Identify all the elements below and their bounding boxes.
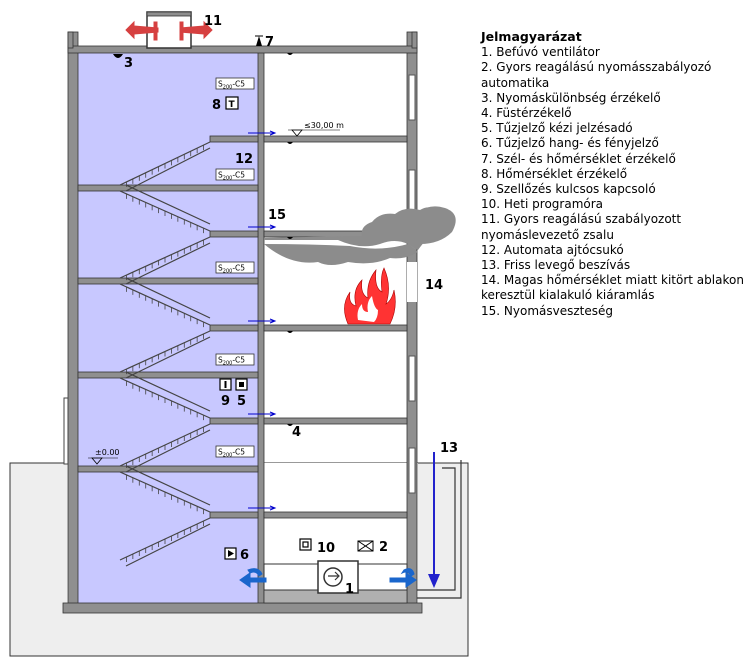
- marker-5: 5: [237, 394, 246, 409]
- door-rating-text: S200-C5: [218, 171, 245, 182]
- legend-item: 3. Nyomáskülönbség érzékelő: [481, 90, 661, 105]
- legend: Jelmagyarázat 1. Befúvó ventilátor 2. Gy…: [481, 29, 747, 319]
- door-rating-box: [215, 445, 255, 458]
- legend-item: 14. Magas hőmérséklet miatt kitört ablak…: [481, 273, 744, 303]
- legend-item: 11. Gyors reagálású szabályozott nyomásl…: [481, 212, 682, 242]
- building-walls: [62, 31, 423, 614]
- legend-list: 1. Befúvó ventilátor 2. Gyors reagálású …: [481, 45, 747, 319]
- legend-item: 4. Füstérzékelő: [481, 106, 572, 121]
- door-gap-arrows: [248, 130, 277, 511]
- marker-4: 4: [292, 425, 301, 440]
- legend-item: 10. Heti programóra: [481, 197, 604, 212]
- fire: [344, 267, 396, 325]
- legend-item: 6. Tűzjelző hang- és fényjelző: [481, 136, 659, 151]
- legend-item: 2. Gyors reagálású nyomásszabályozó auto…: [481, 60, 712, 90]
- level-marker-top: ≤30,00 m: [288, 121, 344, 137]
- alarm-sounder-icon: [224, 547, 237, 560]
- legend-item: 12. Automata ajtócsukó: [481, 242, 624, 257]
- stair-steps: [126, 145, 204, 562]
- marker-7: 7: [265, 35, 274, 50]
- marker-14: 14: [425, 278, 443, 293]
- smoke-detector-icons: [287, 53, 293, 426]
- marker-8: 8: [212, 98, 221, 113]
- broken-window: [407, 262, 417, 302]
- door-rating-box: [215, 353, 255, 366]
- marker-11: 11: [204, 14, 222, 29]
- smoke-plume: [405, 206, 456, 244]
- marker-15: 15: [268, 208, 286, 223]
- marker-1: 1: [345, 582, 354, 597]
- marker-12: 12: [235, 152, 253, 167]
- level-ground-label: ±0.00: [95, 448, 120, 457]
- gap-arrow: [248, 318, 277, 324]
- marker-13: 13: [440, 441, 458, 456]
- temperature-sensor-icon: T: [225, 96, 239, 110]
- gap-arrow: [248, 130, 277, 136]
- level-top-label: ≤30,00 m: [304, 121, 344, 130]
- legend-item: 9. Szellőzés kulcsos kapcsoló: [481, 182, 656, 197]
- legend-item: 1. Befúvó ventilátor: [481, 45, 600, 60]
- gap-arrow: [248, 224, 277, 230]
- door-rating-text: S200-C5: [218, 264, 245, 275]
- sensor-t-glyph: T: [229, 100, 236, 110]
- pressure-controller-icon: [357, 540, 374, 552]
- marker-6: 6: [240, 548, 249, 563]
- legend-item: 7. Szél- és hőmérséklet érzékelő: [481, 151, 676, 166]
- smoke-cloud: [264, 207, 444, 265]
- side-rail: [63, 397, 69, 465]
- legend-title: Jelmagyarázat: [481, 29, 582, 44]
- legend-item: 5. Tűzjelző kézi jelzésadó: [481, 121, 633, 136]
- relief-damper-arrows: [125, 20, 213, 41]
- fresh-air-intake: [417, 452, 462, 599]
- marker-3: 3: [124, 56, 133, 71]
- door-rating-box: [215, 168, 255, 181]
- door-rating-text: S200-C5: [218, 356, 245, 367]
- marker-9: 9: [221, 394, 230, 409]
- wind-temp-sensor-icon: [255, 35, 263, 46]
- legend-item: 13. Friss levegő beszívás: [481, 258, 631, 273]
- marker-2: 2: [379, 540, 388, 555]
- door-rating-text: S200-C5: [218, 80, 245, 91]
- legend-item: 8. Hőmérséklet érzékelő: [481, 166, 628, 181]
- weekly-timer-icon: [299, 538, 312, 551]
- facade-windows: [408, 74, 416, 494]
- airflow-arrows: [239, 568, 417, 588]
- supply-fan: [263, 560, 408, 594]
- level-marker-ground: ±0.00: [88, 448, 120, 465]
- door-rating-text: S200-C5: [218, 448, 245, 459]
- marker-10: 10: [317, 541, 335, 556]
- manual-call-point-icon: [235, 378, 248, 391]
- legend-item: 15. Nyomásveszteség: [481, 303, 613, 318]
- door-rating-box: [215, 77, 255, 90]
- gap-arrow: [248, 505, 277, 511]
- pressure-diff-sensor-icon: [113, 54, 123, 58]
- key-switch-icon: [219, 378, 232, 391]
- gap-arrow: [248, 411, 277, 417]
- door-rating-box: [215, 261, 255, 274]
